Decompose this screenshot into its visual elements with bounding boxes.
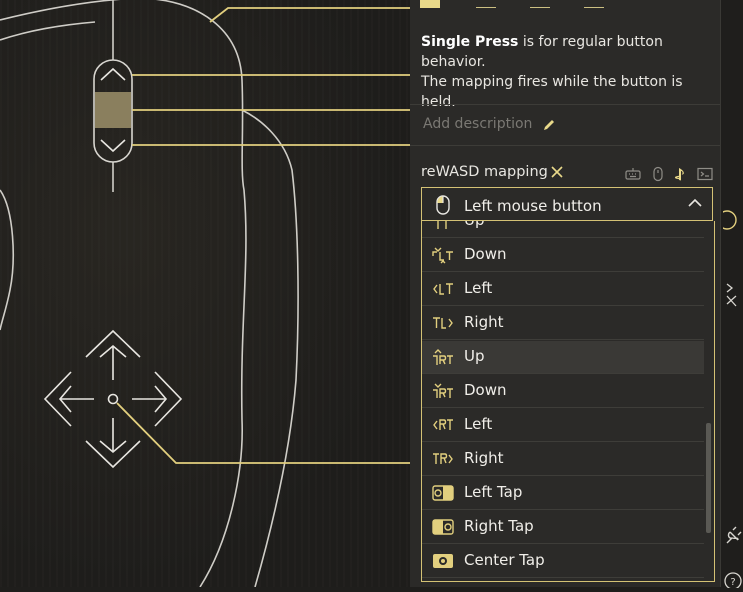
tab-triple-press[interactable]	[530, 0, 550, 8]
scroll-wheel[interactable]	[93, 59, 133, 163]
help-text: ?	[730, 577, 735, 588]
keyboard-icon[interactable]	[625, 166, 641, 182]
list-item-label: Right	[464, 449, 504, 467]
list-item[interactable]: Left	[422, 273, 704, 306]
touchpad-right-tap-icon	[432, 519, 454, 535]
rotate-view-icon[interactable]	[724, 282, 742, 307]
right-stick-right-icon	[433, 453, 453, 464]
list-item[interactable]: Right	[422, 307, 704, 340]
direction-pad[interactable]	[43, 329, 183, 469]
mouse-icon	[436, 195, 450, 215]
dpad-link-line	[116, 402, 410, 464]
dropdown-list: Up Down Left Right Up Down Left Right	[421, 221, 715, 582]
list-item[interactable]: Up	[422, 221, 704, 238]
list-item[interactable]: Left	[422, 409, 704, 442]
info-icon[interactable]	[717, 210, 741, 230]
mouse-side-outline	[241, 109, 299, 587]
list-item-label: Up	[464, 347, 485, 365]
list-item-label: Left	[464, 415, 493, 433]
tab-single-press[interactable]	[420, 0, 440, 8]
press-type-tabs	[410, 0, 720, 10]
chevron-up-icon[interactable]	[688, 197, 702, 209]
description-line2: The mapping fires while the button is he…	[421, 74, 683, 110]
list-item-label: Right Tap	[464, 517, 534, 535]
mouse-outline	[0, 0, 247, 587]
mapping-panel: Single Press is for regular button behav…	[410, 0, 720, 587]
list-item-label: Down	[464, 381, 507, 399]
touchpad-left-tap-icon	[432, 485, 454, 501]
list-item-label: Up	[464, 221, 485, 229]
divider	[410, 145, 720, 146]
left-stick-right-icon	[433, 317, 453, 329]
list-item[interactable]: Down	[422, 375, 704, 408]
tab-long-press[interactable]	[584, 0, 604, 8]
divider	[410, 104, 720, 105]
playstation-icon[interactable]	[673, 166, 689, 182]
terminal-icon[interactable]	[697, 166, 713, 182]
tab-double-press[interactable]	[476, 0, 496, 8]
description-line1: is for regular button behavior.	[421, 34, 663, 70]
left-stick-left-icon	[433, 283, 453, 295]
mapping-dropdown[interactable]: Left mouse button	[421, 187, 713, 221]
left-stick-up-icon	[437, 221, 447, 229]
device-canvas	[0, 0, 410, 587]
right-stick-down-icon	[433, 383, 453, 398]
list-item-label: Left Tap	[464, 483, 523, 501]
list-item-highlighted[interactable]: Up	[422, 341, 704, 374]
scroll-down-icon[interactable]	[100, 139, 126, 153]
left-stick-down-icon	[432, 247, 453, 264]
right-rail: ?	[717, 0, 743, 590]
list-item-label: Left	[464, 279, 493, 297]
press-description: Single Press is for regular button behav…	[421, 32, 716, 112]
mouse-icon[interactable]	[650, 166, 666, 182]
pencil-icon[interactable]	[542, 118, 556, 132]
mouse-diagram	[0, 0, 410, 587]
add-description-field[interactable]: Add description	[423, 116, 533, 132]
scroll-wheel-click[interactable]	[95, 92, 131, 128]
touchpad-center-tap-icon	[433, 554, 453, 568]
help-icon[interactable]: ?	[724, 570, 742, 590]
list-item-label: Center Tap	[464, 551, 545, 569]
settings-plug-icon[interactable]	[724, 526, 742, 544]
list-item-label: Down	[464, 245, 507, 263]
list-item-label: Right	[464, 313, 504, 331]
close-icon[interactable]	[549, 164, 565, 180]
list-item[interactable]: Center Tap	[422, 545, 704, 578]
list-item[interactable]: Left Tap	[422, 477, 704, 510]
list-item[interactable]: Right	[422, 443, 704, 476]
description-bold: Single Press	[421, 34, 519, 50]
right-stick-left-icon	[433, 419, 453, 430]
dropdown-selected: Left mouse button	[464, 197, 602, 215]
list-item[interactable]: Down	[422, 239, 704, 272]
dropdown-scrollbar[interactable]	[706, 423, 711, 533]
scroll-up-icon[interactable]	[100, 67, 126, 81]
right-stick-up-icon	[433, 349, 453, 365]
mapping-title: reWASD mapping	[421, 164, 548, 180]
list-item[interactable]: Right Tap	[422, 511, 704, 544]
